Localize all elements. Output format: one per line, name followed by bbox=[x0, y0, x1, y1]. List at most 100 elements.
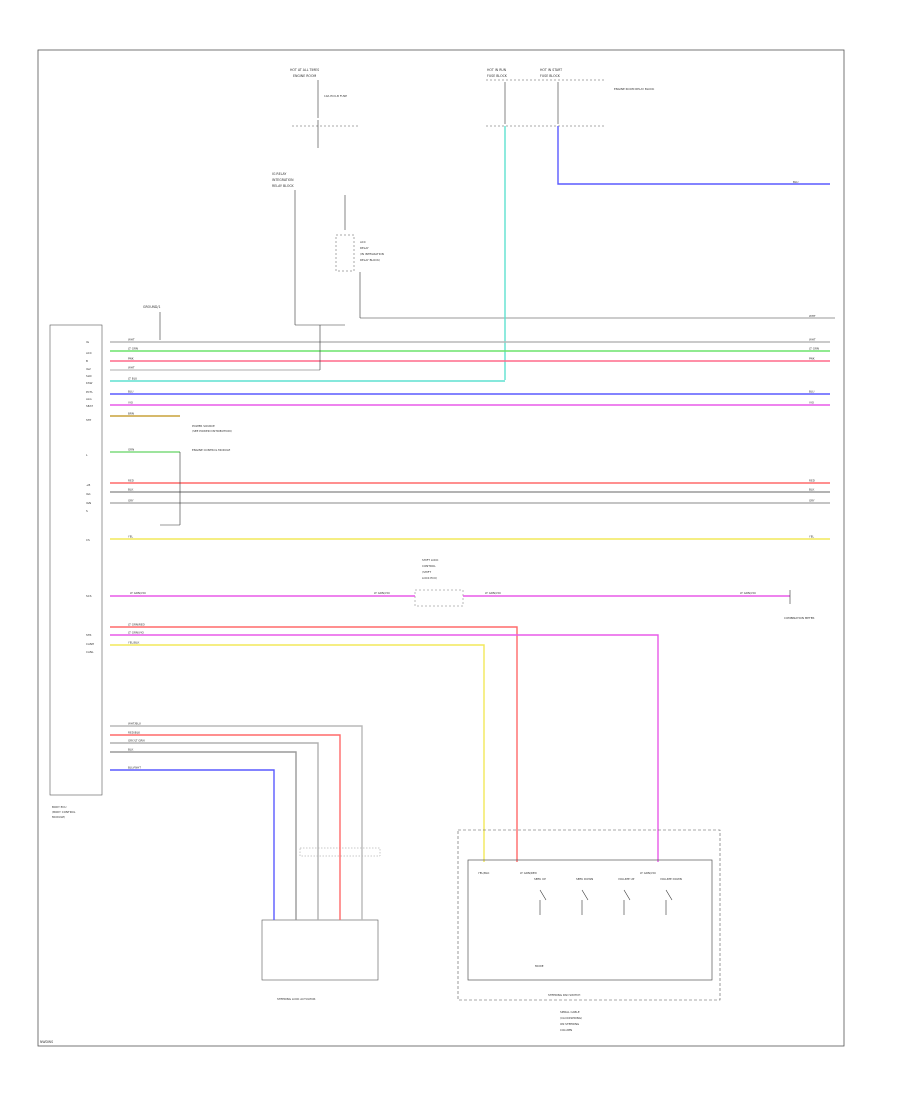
ecu-pin-label: IG2 bbox=[86, 367, 91, 371]
wire-label: WHT bbox=[128, 338, 135, 342]
note-text: ENGINE CONTROL MODULE bbox=[192, 448, 231, 452]
mid-box-label: SHIFT LOCK bbox=[422, 558, 438, 562]
wire-label: BLK bbox=[128, 488, 133, 492]
pad-switch-label: SEEK UP bbox=[534, 877, 546, 881]
relay-side-label: (IN INTEGRATION bbox=[360, 252, 384, 256]
pad-switch-contact bbox=[539, 889, 547, 901]
ecu-pin-label: PCTL bbox=[86, 390, 93, 394]
switch-box-title: STEERING PAD SWITCH bbox=[548, 993, 580, 997]
fuse-block-sub: FUSE BLOCK bbox=[487, 74, 508, 78]
note-text: (SEE POWER DISTRIBUTION) bbox=[192, 429, 232, 433]
ecu-pin-label: SLN bbox=[86, 374, 91, 378]
fuse-label: ENGINE ROOM RELAY BLOCK bbox=[614, 87, 654, 91]
wire-end-label: PNK bbox=[809, 357, 815, 361]
wire-lower bbox=[110, 626, 518, 862]
wire-label: BLU bbox=[128, 390, 133, 394]
wire-end-label: GRY bbox=[809, 499, 815, 503]
fuse-block-sub: ENGINE ROOM bbox=[293, 74, 316, 78]
actuator-title: STEERING LOCK ACTUATOR bbox=[277, 997, 315, 1001]
pad-switch-label: SEEK DOWN bbox=[576, 877, 593, 881]
ecu-pin-label: SCS bbox=[86, 594, 92, 598]
wire-label: LT BLU bbox=[128, 377, 137, 381]
relay-side-label: RELAY bbox=[360, 246, 369, 250]
ecu-pin-label: ALG bbox=[86, 397, 92, 401]
diagram-frame bbox=[37, 49, 845, 1047]
page-code: NWDWS bbox=[40, 1040, 53, 1044]
ecu-pin-label: STR bbox=[86, 633, 91, 637]
ig-relay: IG RELAY INTEGRATION RELAY BLOCK ACC REL… bbox=[272, 172, 835, 326]
note-text: POWER SOURCE bbox=[192, 424, 215, 428]
wire-end-label: WHT bbox=[809, 338, 816, 342]
wire-label: RED bbox=[128, 479, 134, 483]
ecu-pin-list: IGACCBIG2SLNKSWPCTLALGSEATSTPL+BIG1IGNSC… bbox=[86, 340, 94, 654]
ecu-pin-label: CANH bbox=[86, 642, 94, 646]
fuse-block-ecu-b: HOT AT ALL TIMES ENGINE ROOM 10A ECU-B F… bbox=[290, 68, 360, 148]
wire-label: LT GRN/VIO bbox=[740, 591, 757, 595]
ecu-pin-label: IG1 bbox=[86, 492, 91, 496]
wire-label: BLK bbox=[128, 748, 133, 752]
actuator-wire bbox=[110, 734, 341, 920]
ecu-pin-label: L bbox=[86, 453, 88, 457]
relay-side-label: RELAY BLOCK) bbox=[360, 258, 380, 262]
mid-box-label: (SHIFT bbox=[422, 570, 431, 574]
wire-label: GRY/LT GRN bbox=[128, 739, 145, 743]
relay-title: IG RELAY bbox=[272, 172, 286, 176]
wire-label: BLU/WHT bbox=[128, 766, 141, 770]
pad-switch-contact bbox=[623, 889, 631, 901]
wire-label: YEL bbox=[128, 535, 133, 539]
wire-blu-top bbox=[557, 126, 830, 185]
pad-switch-label: VOLUME DOWN bbox=[660, 877, 682, 881]
wire-label: VIO bbox=[128, 401, 134, 405]
steering-pad-switch: STEERING PAD SWITCH SPIRAL CABLE (CLOCKS… bbox=[457, 829, 721, 1032]
pad-wire-label: LT GRN/VIO bbox=[640, 871, 657, 875]
ecu-title: BODY ECU bbox=[52, 805, 66, 809]
wire-end-label: COMBINATION METER bbox=[784, 616, 814, 620]
wire-end-label: BLK bbox=[809, 488, 814, 492]
ecu-title: (BODY CONTROL bbox=[52, 810, 76, 814]
pad-wire-label: YEL/BLK bbox=[478, 871, 489, 875]
wire-label: GRN bbox=[128, 448, 134, 452]
fuse-block-ig1: HOT IN RUN FUSE BLOCK HOT IN START FUSE … bbox=[486, 68, 654, 127]
wire-end-label: BLU bbox=[809, 390, 814, 394]
wire-end-label: VIO bbox=[809, 401, 815, 405]
switch-caption: COLUMN bbox=[560, 1028, 572, 1032]
mid-box-label: LOCK ECU) bbox=[422, 576, 437, 580]
shift-lock-control: SHIFT LOCK CONTROL (SHIFT LOCK ECU) bbox=[414, 558, 464, 607]
switch-caption: (CLOCKSPRING) bbox=[560, 1016, 582, 1020]
relay-side-label: ACC bbox=[360, 240, 366, 244]
wire-lower bbox=[110, 644, 485, 862]
wire-label: RED/BLK bbox=[128, 731, 140, 735]
fuse-block-sub: FUSE BLOCK bbox=[540, 74, 561, 78]
fuse-block-title: HOT AT ALL TIMES bbox=[290, 68, 319, 72]
wire-label: WHT bbox=[128, 366, 135, 370]
actuator-wire bbox=[110, 769, 275, 920]
ecu-group-label: GROUND/1 bbox=[143, 305, 160, 309]
pad-switch-contact bbox=[581, 889, 589, 901]
body-ecu: GROUND/1 BODY ECU (BODY CONTROL MODULE) … bbox=[49, 305, 160, 819]
ecu-pin-label: IG bbox=[86, 340, 89, 344]
ecu-pin-label: KSW bbox=[86, 381, 93, 385]
wire-label: LT GRN/RED bbox=[128, 623, 145, 627]
wire-end-label: YEL bbox=[809, 535, 814, 539]
wire-end-label: WHT bbox=[809, 314, 816, 318]
actuator-wire bbox=[110, 725, 363, 920]
ecu-pin-label: STP bbox=[86, 418, 91, 422]
wire-label: LT GRN/VIO bbox=[485, 591, 502, 595]
wire-top-label: BLU bbox=[793, 180, 798, 184]
wire-label: BRN bbox=[128, 412, 134, 416]
switch-mode-label: MODE bbox=[535, 964, 544, 968]
ecu-pin-label: CANL bbox=[86, 650, 94, 654]
wire-label: LT GRN bbox=[128, 347, 138, 351]
ecu-pin-label: SEAT bbox=[86, 404, 93, 408]
pad-wire-label: LT GRN/RED bbox=[520, 871, 537, 875]
ecu-pin-label: CS bbox=[86, 538, 90, 542]
ecu-pin-label: B bbox=[86, 359, 88, 363]
switch-caption: SPIRAL CABLE bbox=[560, 1010, 580, 1014]
ecu-title: MODULE) bbox=[52, 815, 65, 819]
mid-box-label: CONTROL bbox=[422, 564, 436, 568]
wire-lower bbox=[110, 634, 659, 862]
switch-caption: ON STEERING bbox=[560, 1022, 579, 1026]
